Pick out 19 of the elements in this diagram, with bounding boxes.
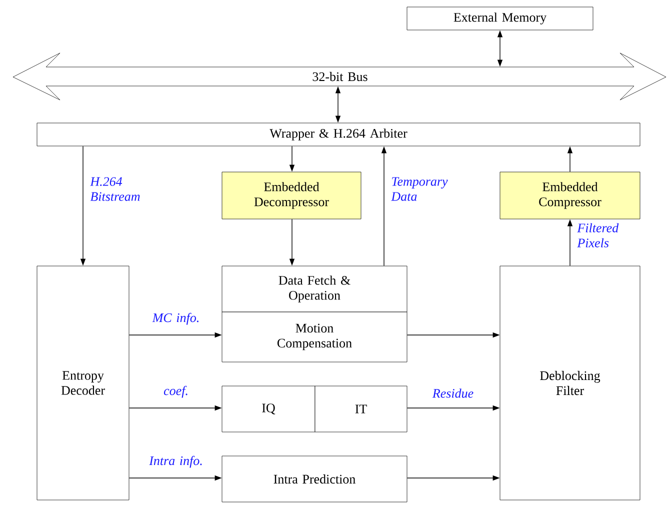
process-box: IQ	[222, 386, 316, 432]
edge-label: Temporary Data	[391, 177, 448, 201]
process-box: Intra Prediction	[222, 456, 408, 502]
process-box: Entropy Decoder	[36, 266, 130, 500]
process-box: Motion Compensation	[222, 312, 408, 362]
codec-box: Embedded Decompressor	[222, 172, 362, 220]
edge-label: H.264 Bitstream	[90, 177, 140, 201]
process-box: Deblocking Filter	[500, 266, 640, 500]
codec-box: Embedded Compressor	[500, 172, 640, 220]
process-box: External Memory	[406, 6, 594, 30]
edge-label: coef.	[164, 386, 188, 398]
process-box: Wrapper & H.264 Arbiter	[36, 122, 640, 146]
edge-label: Intra info.	[149, 456, 202, 468]
edge-label: Residue	[432, 388, 474, 398]
bus-band: 32-bit Bus	[12, 52, 666, 100]
process-box: Data Fetch & Operation	[222, 266, 408, 312]
process-box: IT	[314, 386, 408, 432]
edge-label: Filtered Pixels	[577, 223, 619, 248]
edge-label: MC info.	[152, 312, 198, 325]
